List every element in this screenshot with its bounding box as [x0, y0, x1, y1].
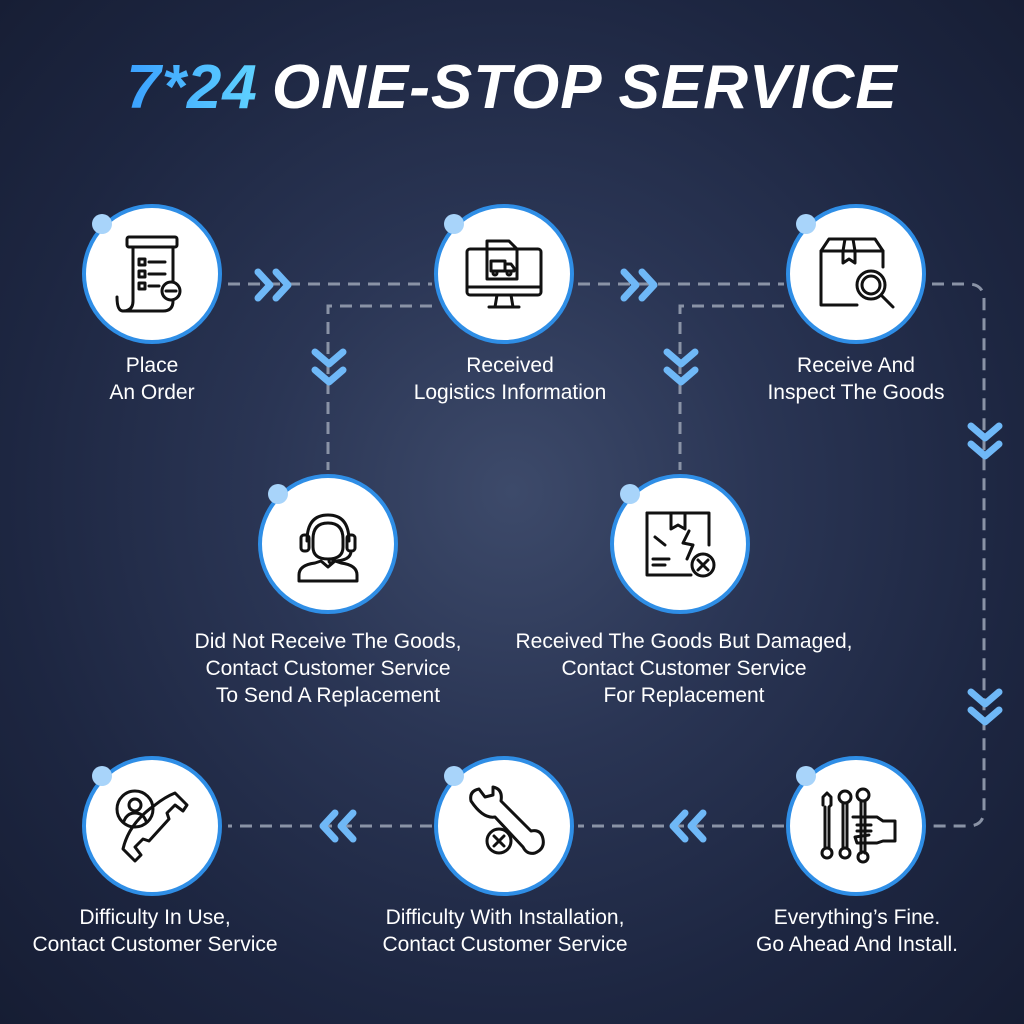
connector-2-5	[678, 304, 784, 470]
step-label: Received Logistics Information	[413, 354, 607, 404]
arrow-right-icon	[254, 268, 292, 302]
step-dot	[444, 214, 464, 234]
arrow-down-icon	[967, 422, 1003, 460]
step-dot	[796, 766, 816, 786]
step-dot	[444, 766, 464, 786]
step-dot	[268, 484, 288, 504]
box-inspect-icon	[819, 237, 895, 309]
receipt-list-icon	[115, 235, 182, 313]
step-dot	[796, 214, 816, 234]
connector-3-8	[930, 282, 986, 828]
step-label: Place An Order	[109, 354, 195, 404]
step-not-received	[258, 474, 398, 614]
step-label: Received The Goods But Damaged, Contact …	[515, 630, 853, 707]
step-label: Did Not Receive The Goods, Contact Custo…	[194, 630, 462, 707]
title-main: ONE-STOP SERVICE	[271, 53, 898, 122]
connector-1-4	[326, 304, 432, 470]
arrow-right-icon	[620, 268, 658, 302]
step-label: Everything’s Fine. Go Ahead And Install.	[756, 906, 958, 956]
phone-user-icon	[115, 789, 189, 863]
step-label: Receive And Inspect The Goods	[767, 354, 945, 404]
arrow-left-icon	[669, 809, 707, 843]
step-label: Difficulty In Use, Contact Customer Serv…	[32, 906, 278, 956]
arrow-down-icon	[311, 348, 347, 386]
step-install	[786, 756, 926, 896]
damaged-box-icon	[645, 511, 716, 578]
title-accent: 7*24	[126, 53, 258, 122]
step-dot	[620, 484, 640, 504]
step-place-order	[82, 204, 222, 344]
step-dot	[92, 766, 112, 786]
headset-agent-icon	[297, 513, 359, 583]
step-logistics-info	[434, 204, 574, 344]
monitor-truck-icon	[465, 239, 543, 309]
arrow-left-icon	[319, 809, 357, 843]
step-inspect-goods	[786, 204, 926, 344]
wrench-error-icon	[469, 785, 545, 855]
step-difficulty-use	[82, 756, 222, 896]
step-difficulty-installation	[434, 756, 574, 896]
arrow-down-icon	[663, 348, 699, 386]
arrow-down-icon	[967, 688, 1003, 726]
step-label: Difficulty With Installation, Contact Cu…	[382, 906, 628, 956]
tools-hand-icon	[820, 787, 897, 864]
step-damaged-goods	[610, 474, 750, 614]
step-dot	[92, 214, 112, 234]
